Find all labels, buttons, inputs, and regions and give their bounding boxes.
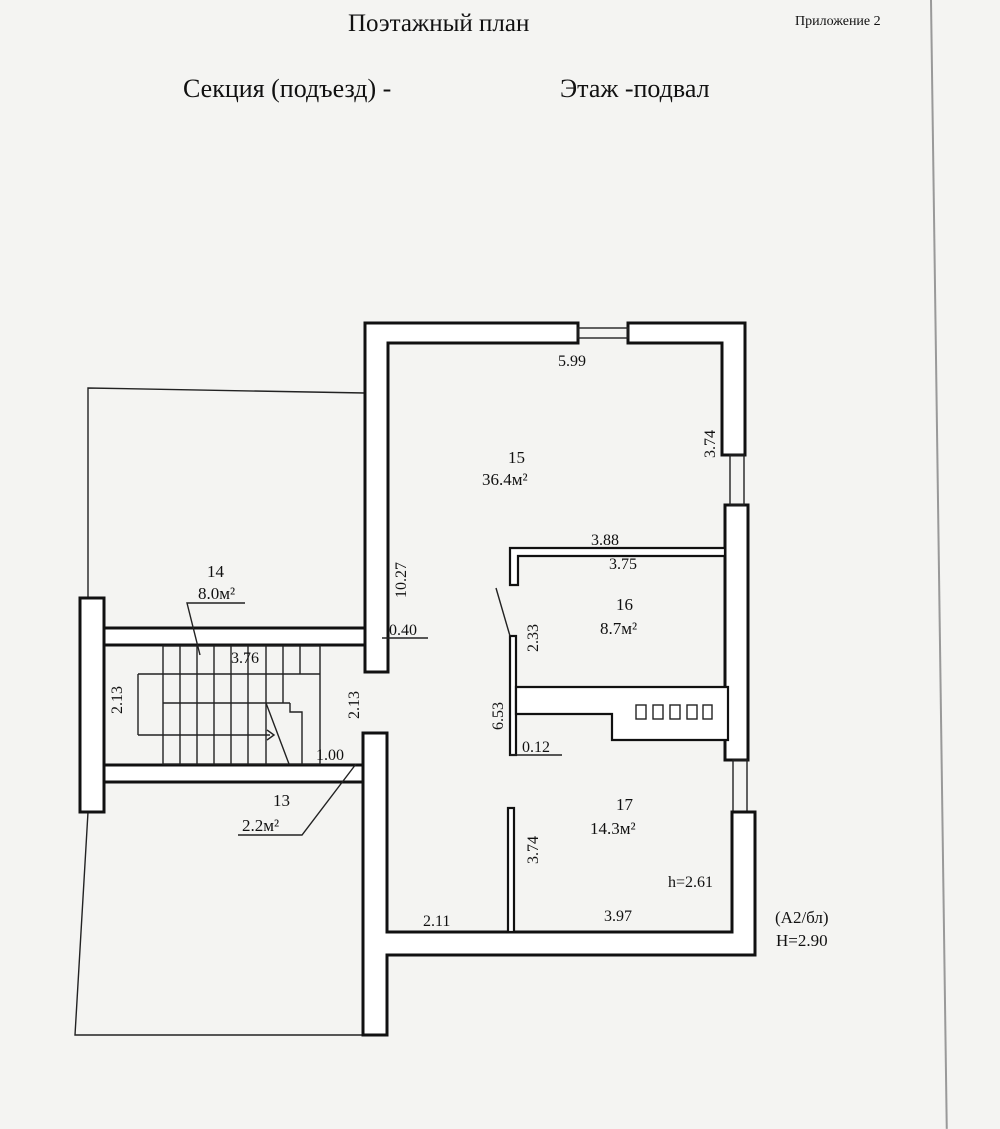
window [732, 759, 748, 813]
dimensions: 5.99 3.74 10.27 0.40 3.88 3.75 2.33 3.76… [109, 353, 719, 930]
floor-label: Этаж -подвал [560, 74, 710, 103]
adjacent-outline [87, 387, 366, 600]
dim-partition-thickness: 0.12 [522, 739, 550, 756]
room-13-area: 2.2м² [242, 816, 279, 835]
dim-stair-width: 3.76 [231, 650, 259, 667]
dim-room16-top-inner: 3.75 [609, 556, 637, 573]
dim-wall-thickness: 0.40 [389, 622, 417, 639]
dim-stair-left-height: 2.13 [109, 686, 126, 714]
dim-room-height: h=2.61 [668, 874, 713, 891]
room-17-number: 17 [616, 795, 634, 814]
ventilation-ducts [635, 704, 713, 720]
staircase [137, 645, 321, 765]
height-note: H=2.90 [776, 931, 828, 950]
door-swing [495, 587, 511, 637]
room-14-area: 8.0м² [198, 584, 235, 603]
room-13-number: 13 [273, 791, 290, 810]
room-15-area: 36.4м² [482, 470, 528, 489]
dim-left-height: 10.27 [393, 562, 410, 598]
walls [78, 321, 757, 1037]
room-17-area: 14.3м² [590, 819, 636, 838]
dim-bottom-left: 2.11 [423, 913, 450, 930]
room-15-number: 15 [508, 448, 525, 467]
room-14-number: 14 [207, 562, 225, 581]
dim-room16-top-outer: 3.88 [591, 532, 619, 549]
window [577, 327, 629, 339]
section-label: Секция (подъезд) - [183, 74, 392, 103]
room-16-area: 8.7м² [600, 619, 637, 638]
dim-bottom-right: 3.97 [604, 908, 632, 925]
dim-room16-height: 2.33 [525, 624, 542, 652]
page-title: Поэтажный план [348, 10, 530, 37]
dim-right-upper: 3.74 [702, 430, 719, 458]
dim-landing: 1.00 [316, 747, 344, 764]
appendix-label: Приложение 2 [795, 14, 881, 29]
dim-corridor-height: 2.13 [346, 691, 363, 719]
window [729, 454, 745, 506]
dim-room17-height: 3.74 [525, 836, 542, 864]
adjacent-outline-lower [74, 811, 363, 1036]
dim-partition-height: 6.53 [490, 702, 507, 730]
letter-note: (А2/бл) [775, 908, 829, 927]
leader-room13 [238, 763, 357, 836]
dim-top-width: 5.99 [558, 353, 586, 370]
leader-room14 [186, 602, 245, 656]
room-16-number: 16 [616, 595, 633, 614]
